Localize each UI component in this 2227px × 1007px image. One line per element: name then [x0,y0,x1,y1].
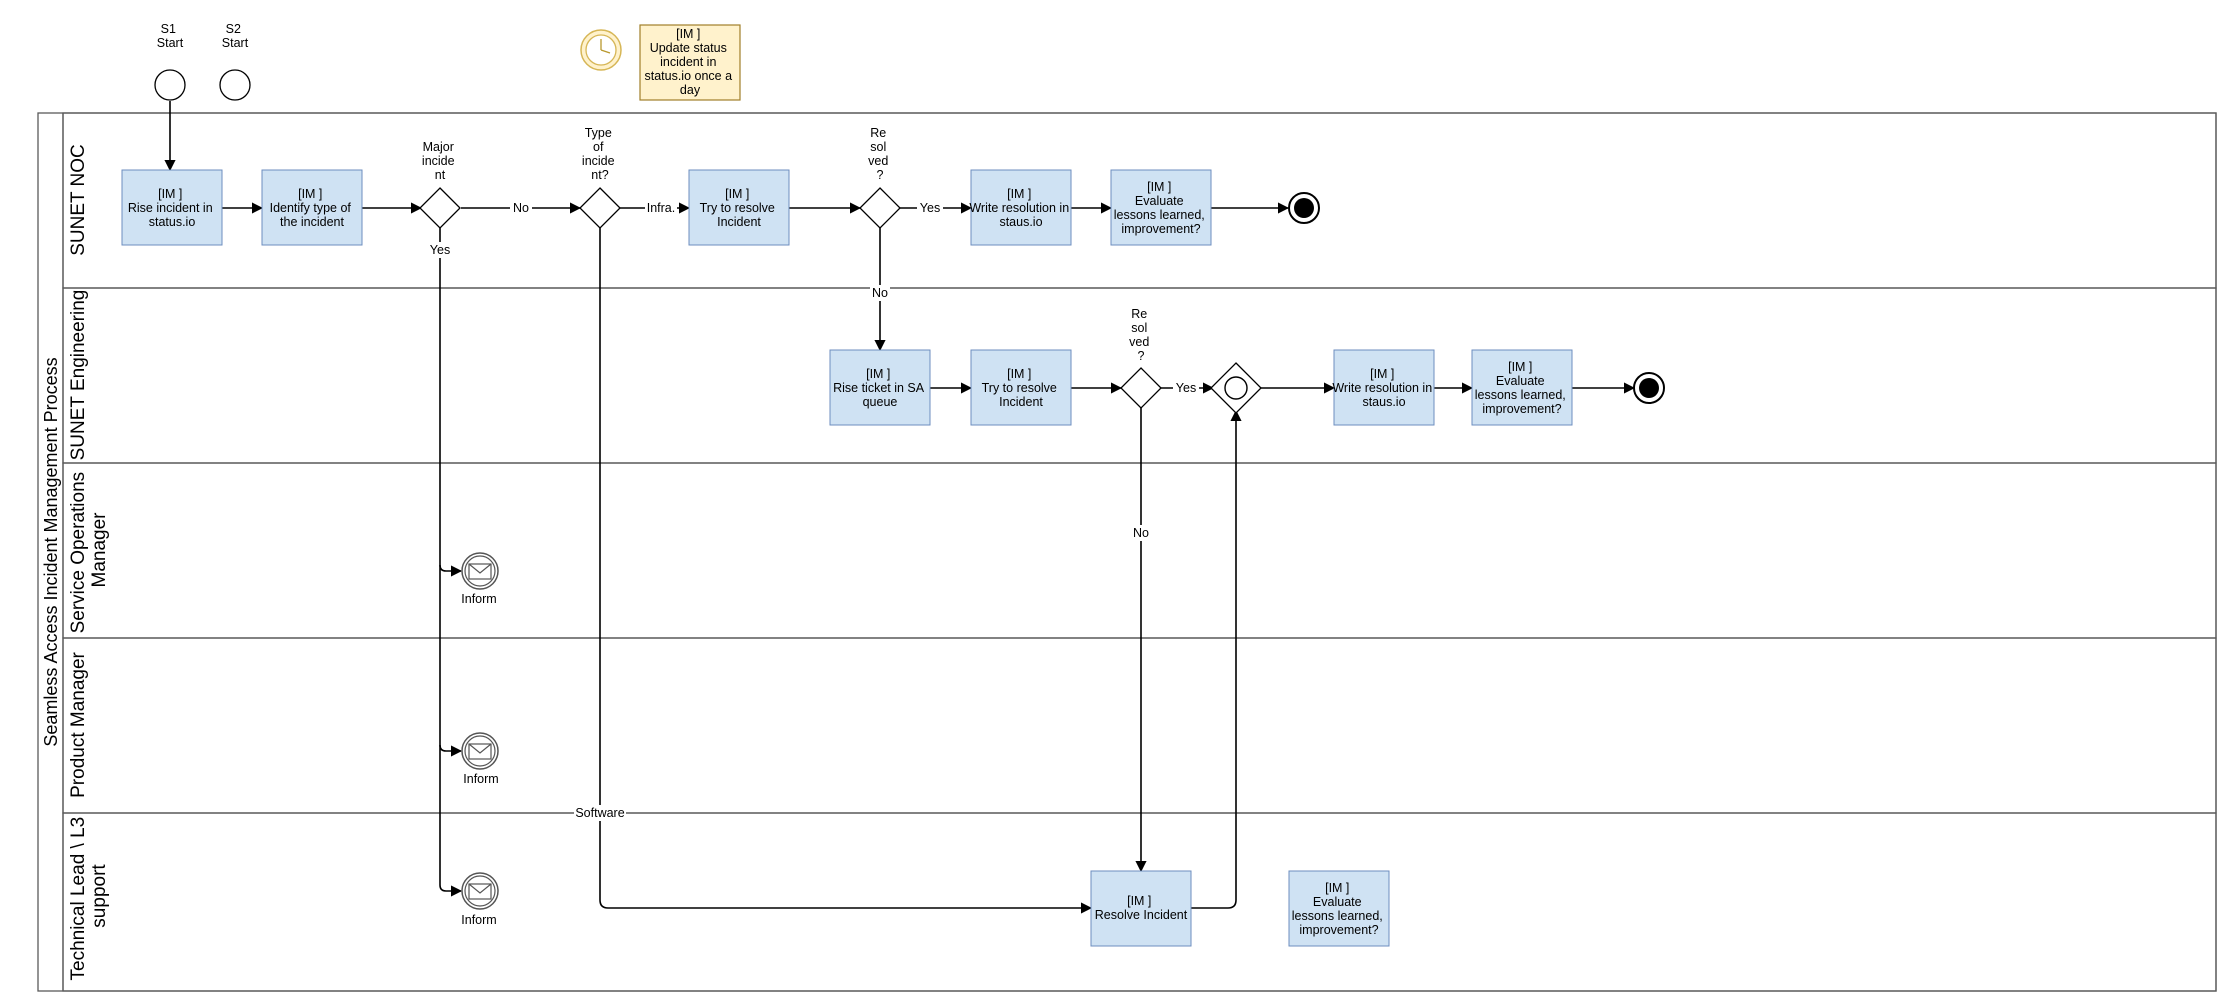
inform-event-som: Inform [461,552,499,606]
gateway-label: Major incide nt [422,140,458,182]
envelope-icon [468,563,492,580]
task-label: [IM ] Evaluate lessons learned, improvem… [1292,881,1387,937]
envelope-icon [468,883,492,900]
flow-t10-to-merge [1191,409,1242,909]
flow-labels: No Yes Infra. Software Yes No Yes No [428,200,1199,821]
inform-event-tl: Inform [461,872,499,927]
end-event-noc [1288,192,1320,224]
lane-label-line: SUNET NOC [68,144,89,256]
flow-label-software: Software [575,806,624,820]
start-event-s1: S1 Start [154,22,186,101]
inform-event-pm: Inform [461,732,499,786]
lane-label: Technical Lead \ L3 support [68,811,110,980]
flow-label-yes-resolved-eng: Yes [1176,381,1196,395]
task-write-resolution-eng[interactable]: [IM ] Write resolution in staus.io [1332,349,1435,426]
task-try-resolve-noc[interactable]: [IM ] Try to resolve Incident [688,169,790,246]
gateway-label: Re sol ved ? [1129,307,1153,363]
flow-g1-to-inform-tl [439,745,463,897]
lane-label: SUNET NOC [68,144,89,256]
flow-label-no-major: No [513,201,529,215]
timer-note: [IM ] Update status incident in status.i… [639,24,741,101]
envelope-icon [468,743,492,760]
lane-technical-lead: Technical Lead \ L3 support [62,811,2217,992]
task-rise-incident[interactable]: [IM ] Rise incident in status.io [121,169,223,246]
flows [164,101,1636,914]
gateway-type-of-incident: Type of incide nt? [579,126,621,229]
lane-label: Service Operations Manager [68,467,110,634]
task-label: [IM ] Evaluate lessons learned, improvem… [1114,180,1209,236]
lane-service-operations-manager: Service Operations Manager [62,462,2217,639]
flow-g1-to-inform-som [439,228,463,577]
pool-title: Seamless Access Incident Management Proc… [41,357,61,746]
lane-label-line: Service Operations [68,472,89,634]
inform-label: Inform [461,913,496,927]
task-label: [IM ] Identify type of the incident [270,187,355,229]
task-label: [IM ] Write resolution in staus.io [1332,367,1435,409]
gateway-label: Type of incide nt? [582,126,618,182]
timer-note-text: [IM ] Update status incident in status.i… [644,27,735,97]
inform-label: Inform [461,592,496,606]
gateway-resolved-noc: Re sol ved ? [859,126,901,229]
task-try-resolve-eng[interactable]: [IM ] Try to resolve Incident [970,349,1072,426]
lane-label-line: SUNET Engineering [68,290,89,461]
flow-label-no-resolved-eng: No [1133,526,1149,540]
start-event-label: S2 Start [222,22,249,50]
lane-label: SUNET Engineering [68,290,89,461]
end-event-eng [1633,372,1665,404]
inform-label: Inform [463,772,498,786]
task-resolve-incident[interactable]: [IM ] Resolve Incident [1090,870,1192,947]
flow-label-yes-resolved-noc: Yes [920,201,940,215]
task-label: [IM ] Try to resolve Incident [700,187,779,229]
lane-label-line: Manager [89,512,110,588]
start-event-s2: S2 Start [219,22,251,101]
flow-g2-to-t10 [599,228,1093,914]
gateway-merge [1210,362,1262,414]
flow-g1-to-inform-pm [439,565,463,757]
task-label: [IM ] Rise ticket in SA queue [833,367,927,409]
task-rise-ticket[interactable]: [IM ] Rise ticket in SA queue [829,349,931,426]
task-label: [IM ] Write resolution in staus.io [969,187,1072,229]
task-write-resolution-noc[interactable]: [IM ] Write resolution in staus.io [969,169,1072,246]
flow-label-no-resolved-noc: No [872,286,888,300]
timer-icon [580,29,622,71]
gateway-resolved-eng: Re sol ved ? [1120,307,1162,409]
lane-label-line: Technical Lead \ L3 [68,817,89,981]
flow-label-yes-major: Yes [430,243,450,257]
task-identify-type[interactable]: [IM ] Identify type of the incident [261,169,363,246]
lane-label: Product Manager [68,651,89,797]
task-evaluate-tl[interactable]: [IM ] Evaluate lessons learned, improvem… [1288,870,1390,947]
lane-product-manager: Product Manager [62,637,2217,814]
lane-label-line: support [89,864,110,928]
task-evaluate-eng[interactable]: [IM ] Evaluate lessons learned, improvem… [1471,349,1573,426]
task-label: [IM ] Try to resolve Incident [982,367,1061,409]
flow-label-infra: Infra. [647,201,676,215]
task-label: [IM ] Evaluate lessons learned, improvem… [1475,360,1570,416]
task-evaluate-noc[interactable]: [IM ] Evaluate lessons learned, improvem… [1110,169,1212,246]
start-event-label: S1 Start [157,22,184,50]
gateway-major-incident: Major incide nt [419,140,461,229]
gateway-label: Re sol ved ? [868,126,892,182]
lane-label-line: Product Manager [68,651,89,797]
task-label: [IM ] Resolve Incident [1095,894,1188,922]
task-label: [IM ] Rise incident in status.io [128,187,216,229]
